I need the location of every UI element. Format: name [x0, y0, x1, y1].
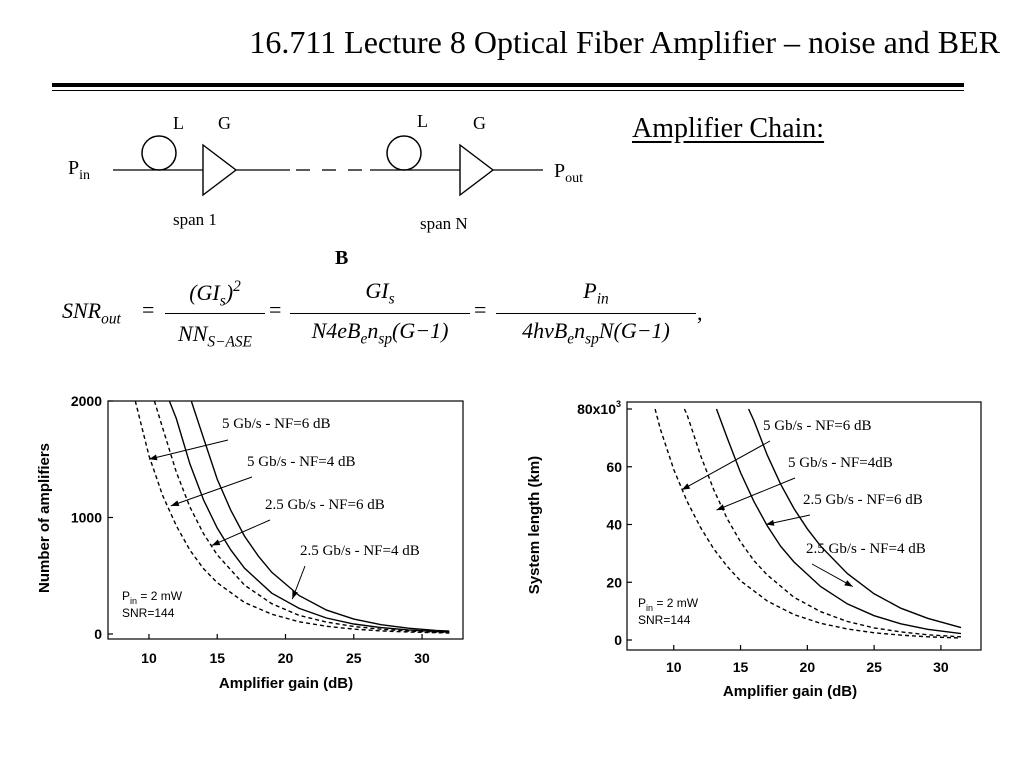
note-snr: SNR=144: [122, 606, 175, 620]
amplifier-triangle-icon: [459, 143, 495, 197]
series-label-4: 2.5 Gb/s - NF=4 dB: [300, 543, 420, 559]
y-axis-label: System length (km): [526, 456, 543, 594]
arrowhead-icon: [170, 500, 180, 506]
x-tick-label: 30: [933, 659, 949, 675]
series-label-1: 5 Gb/s - NF=6 dB: [222, 416, 330, 432]
x-axis-label: Amplifier gain (dB): [723, 683, 857, 700]
equation-comma: ,: [697, 300, 703, 325]
y-tick-exponent: 3: [616, 399, 621, 409]
series-label-1: 5 Gb/s - NF=6 dB: [763, 418, 871, 434]
series-arrow-line: [170, 476, 253, 507]
series-arrow-line: [148, 439, 229, 460]
fraction-bar: [290, 313, 470, 314]
fraction-1-numerator: (GIs)2: [189, 278, 241, 310]
x-tick-label: 15: [733, 659, 749, 675]
x-tick-label: 20: [278, 650, 294, 666]
x-tick-label: 20: [800, 659, 816, 675]
note-pin: Pin = 2 mW: [122, 589, 183, 606]
fiber-loss-coil-icon: [141, 135, 177, 171]
note-snr: SNR=144: [638, 613, 691, 627]
x-tick-label: 30: [414, 650, 430, 666]
spanN-loss-label: L: [417, 111, 428, 131]
series-label-2: 5 Gb/s - NF=4dB: [788, 455, 893, 471]
fraction-3: Pin 4hνBenspN(G−1): [496, 278, 696, 349]
fiber-loss-coil-icon: [386, 135, 422, 171]
y-tick-label: 1000: [71, 510, 102, 526]
fraction-2: GIs N4eBensp(G−1): [290, 278, 470, 349]
series-line-1: [134, 401, 450, 634]
equals-sign: =: [474, 297, 487, 322]
note-pin: Pin = 2 mW: [638, 596, 699, 613]
x-tick-label: 25: [346, 650, 362, 666]
fraction-1: (GIs)2 NNS−ASE: [165, 278, 265, 351]
fraction-3-numerator: Pin: [583, 278, 609, 308]
amplifier-triangle-icon: [202, 143, 238, 197]
arrowhead-icon: [681, 483, 691, 490]
title-rule-thin: [52, 90, 964, 91]
series-line-3: [168, 401, 450, 633]
span1-loss-label: L: [173, 113, 184, 133]
arrowhead-icon: [844, 580, 853, 587]
fraction-2-denominator: N4eBensp(G−1): [311, 318, 449, 348]
equals-sign: =: [142, 297, 155, 322]
x-tick-label: 10: [141, 650, 157, 666]
arrowhead-icon: [148, 454, 158, 461]
input-power-label: Pin: [68, 157, 91, 183]
x-tick-label: 25: [866, 659, 882, 675]
series-line-4: [747, 408, 962, 629]
bandwidth-symbol: B: [335, 247, 349, 269]
x-tick-label: 10: [666, 659, 682, 675]
plot-frame: [626, 401, 982, 651]
y-axis-label: Number of amplifiers: [36, 443, 53, 593]
span1-name: span 1: [173, 210, 217, 229]
y-tick-label: 40: [606, 517, 622, 533]
series-label-3: 2.5 Gb/s - NF=6 dB: [803, 492, 923, 508]
y-tick-label: 20: [606, 574, 622, 590]
fraction-1-denominator: NNS−ASE: [178, 320, 252, 350]
arrowhead-icon: [292, 590, 298, 600]
section-heading: Amplifier Chain:: [632, 113, 825, 144]
series-arrow-line: [716, 477, 796, 511]
arrowhead-icon: [716, 504, 726, 511]
series-label-2: 5 Gb/s - NF=4 dB: [247, 454, 355, 470]
series-line-1: [654, 408, 962, 639]
arrowhead-icon: [211, 539, 221, 546]
fraction-bar: [496, 313, 696, 314]
series-line-2: [683, 408, 962, 638]
x-axis-label: Amplifier gain (dB): [219, 675, 353, 692]
fraction-2-numerator: GIs: [365, 278, 395, 308]
x-tick-label: 15: [209, 650, 225, 666]
y-tick-label: 0: [94, 626, 102, 642]
series-line-3: [715, 408, 962, 635]
y-tick-label: 0: [614, 632, 622, 648]
fraction-3-denominator: 4hνBenspN(G−1): [522, 318, 670, 348]
spanN-name: span N: [420, 214, 468, 233]
series-label-4: 2.5 Gb/s - NF=4 dB: [806, 541, 926, 557]
slide-title: 16.711 Lecture 8 Optical Fiber Amplifier…: [249, 24, 1000, 60]
y-tick-label: 80x10: [577, 401, 616, 417]
series-label-3: 2.5 Gb/s - NF=6 dB: [265, 497, 385, 513]
spanN-gain-label: G: [473, 113, 486, 133]
series-arrow-line: [211, 519, 271, 546]
y-tick-label: 60: [606, 459, 622, 475]
equals-sign: =: [269, 297, 282, 322]
series-line-4: [190, 401, 450, 632]
span1-gain-label: G: [218, 113, 231, 133]
series-arrow-line: [681, 440, 771, 491]
fraction-bar: [165, 313, 265, 314]
arrowhead-icon: [765, 519, 775, 526]
title-rule-thick: [52, 83, 964, 87]
y-tick-label: 2000: [71, 393, 102, 409]
equation-lhs: SNRout: [62, 298, 121, 328]
output-power-label: Pout: [554, 160, 584, 186]
series-line-2: [153, 401, 450, 634]
